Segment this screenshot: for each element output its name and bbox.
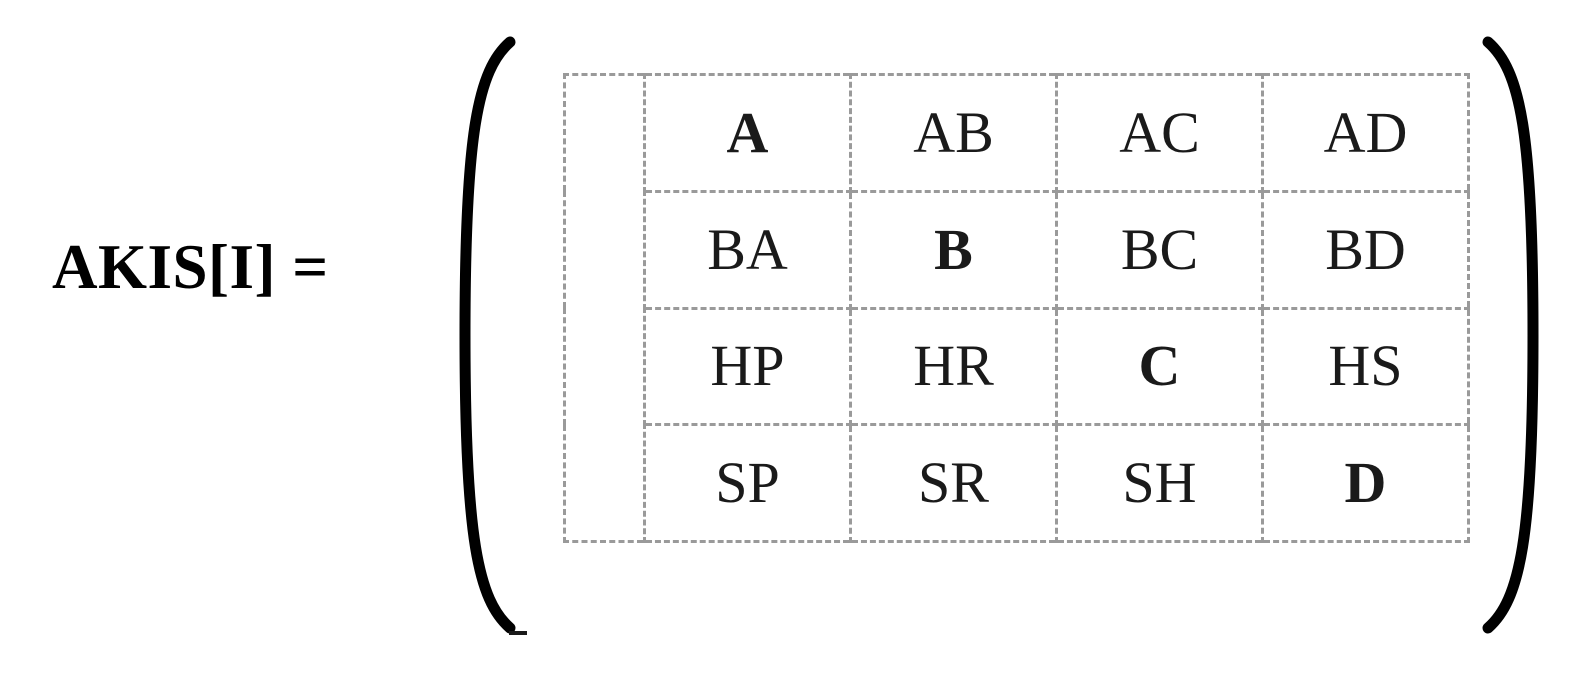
- matrix-cell-r3c4[interactable]: HS: [1262, 308, 1469, 427]
- matrix-cell-r4c1[interactable]: SP: [644, 424, 852, 542]
- matrix-cell-r2c2[interactable]: B: [850, 191, 1058, 310]
- left-parenthesis-bracket: [452, 36, 522, 634]
- table-row: A AB AC AD: [564, 74, 1469, 542]
- matrix-cell-r2c1[interactable]: BA: [644, 191, 852, 310]
- table-row: SP SR SH D: [565, 424, 1469, 542]
- table-row: BA B BC BD: [565, 191, 1469, 310]
- matrix-cell-r1c2[interactable]: AB: [850, 74, 1058, 193]
- matrix-spacer-column: [564, 74, 646, 542]
- matrix-cell-r1c4[interactable]: AD: [1262, 74, 1469, 193]
- table-row: HP HR C HS: [565, 308, 1469, 427]
- matrix-cell-r2c3[interactable]: BC: [1056, 191, 1264, 310]
- right-parenthesis-bracket: [1476, 36, 1546, 634]
- matrix-cell-r3c1[interactable]: HP: [644, 308, 852, 427]
- matrix-cell-r4c4[interactable]: D: [1344, 450, 1387, 516]
- matrix-cell-r3c2[interactable]: HR: [850, 308, 1058, 427]
- matrix-cell-r4c2[interactable]: SR: [850, 424, 1058, 542]
- akis-matrix-grid: A AB AC AD BA B BC BD HP HR C HS SP SR S…: [563, 73, 1470, 543]
- equation-left-hand-side-label: AKIS[I] =: [52, 232, 329, 302]
- matrix-cell-r2c4[interactable]: BD: [1262, 191, 1469, 310]
- matrix-cell-r1c1[interactable]: A: [644, 74, 852, 193]
- matrix-cell-r1c3[interactable]: AC: [1056, 74, 1264, 193]
- scan-artifact-dash: [509, 631, 527, 635]
- matrix-cell-r3c3[interactable]: C: [1056, 308, 1264, 427]
- matrix-cell-r4c3[interactable]: SH: [1056, 424, 1264, 542]
